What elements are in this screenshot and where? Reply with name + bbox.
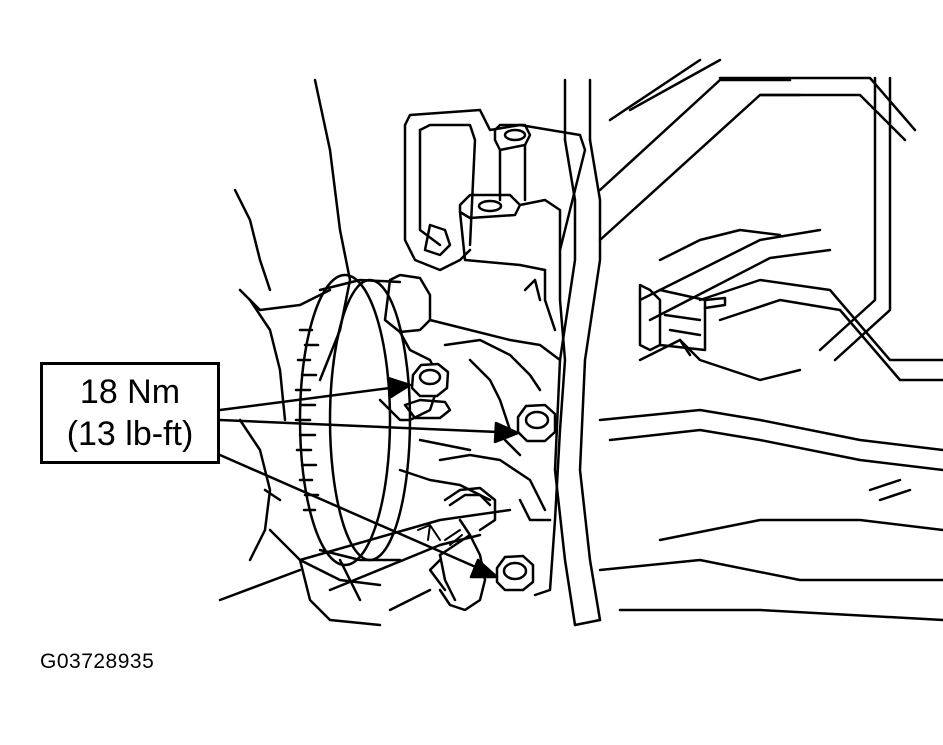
frame-rails: [598, 58, 943, 622]
mount-bracket: [378, 108, 587, 597]
figure-id-label: G03728935: [40, 650, 155, 673]
lower-lines: [298, 508, 512, 612]
vertical-stay: [553, 78, 602, 627]
callout-leaders: [218, 376, 520, 579]
bolt-upper: [403, 362, 452, 420]
detail-marker: [417, 524, 463, 546]
pulley: [294, 273, 412, 567]
bolt-lower: [495, 554, 535, 592]
torque-nm-label: 18 Nm: [79, 373, 181, 411]
torque-lbft-label: (13 lb-ft): [66, 415, 194, 453]
hose-clip: [638, 283, 727, 357]
torque-callout: 18 Nm (13 lb-ft): [40, 362, 220, 464]
tensioner-elbow: [428, 486, 497, 612]
bolt-middle: [516, 403, 557, 443]
